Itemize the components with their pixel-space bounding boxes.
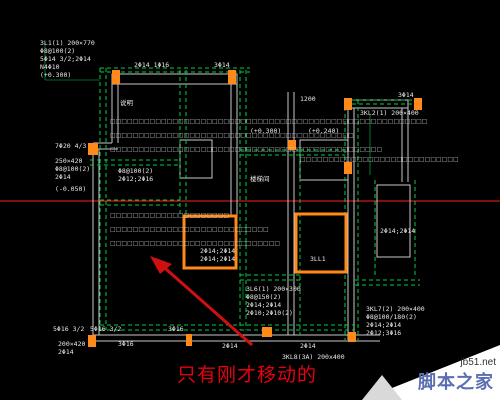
- label-right-side-rebar: 2Φ14;2Φ14: [380, 227, 416, 235]
- label-bottom-left-1: 5Φ16 3/2: [53, 325, 85, 333]
- wall-outlines: [92, 73, 411, 342]
- label-lower-3l6-stirrup: Φ8@150(2): [246, 293, 282, 301]
- label-left-7: 7Φ20 4/3: [55, 142, 87, 150]
- label-right-3kl7: 3KL7(2) 200×400: [366, 305, 425, 313]
- red-arrow-icon: [150, 256, 253, 347]
- label-center-box-1: 2Φ14;2Φ14: [200, 247, 236, 255]
- watermark: jb51.net 脚本之家: [362, 345, 500, 400]
- label-mid-plus: (+0.300): [250, 127, 282, 135]
- label-bottom-2-14b: 2Φ14: [300, 342, 316, 350]
- caption-text: 只有刚才移动的: [177, 364, 318, 386]
- label-beam-3l1: 3L1(1) 200×770: [40, 39, 95, 47]
- label-left-stirrup: Φ8@100(2): [55, 165, 91, 173]
- label-beam-3l1-rebar: 5Φ14 3/2;2Φ14: [40, 55, 91, 63]
- watermark-curl-icon: [362, 345, 500, 400]
- label-lower-3l6: 3L6(1) 200×300: [246, 285, 301, 293]
- label-top-mid-rebar: 3Φ14: [214, 61, 230, 69]
- label-left-level: (-0.050): [55, 185, 87, 193]
- label-bottom-3kl8: 3KL8(3A) 200x400: [282, 353, 345, 361]
- label-right-3kl7-bottom: 2Φ12;3Φ16: [366, 329, 402, 337]
- label-bottom-left-4: 2Φ14: [58, 348, 74, 356]
- label-top-right-rebar: 3Φ14: [398, 91, 414, 99]
- label-bottom-2-14: 2Φ14: [222, 342, 238, 350]
- label-tiny-shuoming: 说明: [120, 99, 133, 107]
- label-bottom-left-2: 5Φ16 3/2: [90, 325, 122, 333]
- label-right-3kl2: 3KL2(1) 200×400: [360, 109, 419, 117]
- column-blocks: [88, 70, 422, 347]
- watermark-url: jb51.net: [460, 357, 496, 368]
- label-tiny-1200: 1200: [300, 95, 316, 103]
- label-beam-3l1-stirrup: Φ8@100(2): [40, 47, 76, 55]
- label-lower-3l6-bottom: 2Φ10;2Φ10(2): [246, 309, 293, 317]
- label-right-box: 3LL1: [310, 255, 326, 263]
- moved-element-left[interactable]: [182, 214, 238, 270]
- label-bottom-3-16b: 3Φ16: [168, 325, 184, 333]
- leader-lines: [44, 42, 371, 300]
- label-right-3kl7-rebar: 2Φ14;2Φ14: [366, 321, 402, 329]
- label-top-left-rebar: 2Φ14 1Φ16: [134, 61, 170, 69]
- label-right-3kl7-stirrup: Φ8@100/180(2): [366, 313, 417, 321]
- label-mid-note-2: 2Φ12;2Φ16: [118, 175, 154, 183]
- label-bottom-3-16: 3Φ16: [118, 340, 134, 348]
- label-left-250: 250×420: [55, 157, 83, 165]
- label-lower-3l6-rebar: 2Φ14;2Φ14: [246, 301, 282, 309]
- label-mid-plus2: (+0.240): [308, 127, 340, 135]
- moved-element-right[interactable]: [294, 212, 348, 274]
- label-beam-3l1-waist: N4Φ10: [40, 63, 60, 71]
- label-center-box-2: 2Φ14;2Φ14: [200, 255, 236, 263]
- beam-dashed-lines: [90, 67, 420, 340]
- label-left-2-14: 2Φ14: [55, 173, 71, 181]
- label-bottom-left-3: 200×420: [58, 340, 86, 348]
- label-tiny-stair: 楼梯间: [250, 175, 270, 183]
- label-beam-3l1-level: (+0.300): [40, 71, 72, 79]
- watermark-name: 脚本之家: [418, 372, 494, 393]
- label-mid-note-1: Φ8@100(2): [118, 167, 154, 175]
